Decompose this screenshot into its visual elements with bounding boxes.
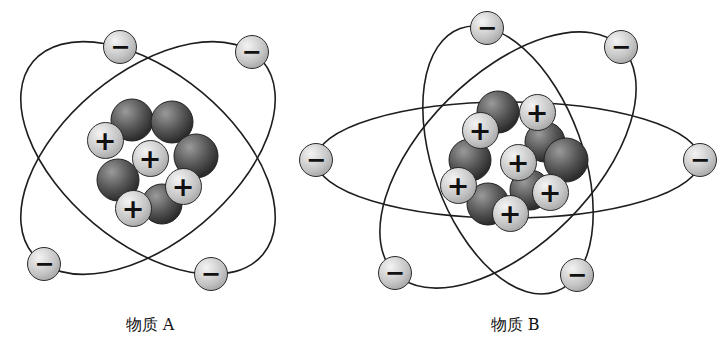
negative-sign: − [690,148,710,172]
substance-label: 物质 B [491,315,540,336]
proton-circle: + [462,112,499,149]
electron-circle: − [560,258,594,292]
proton-circle: + [492,195,529,232]
electron-circle: − [235,35,269,69]
proton-circle: + [519,94,556,131]
orbit [0,0,318,320]
positive-sign: + [539,179,562,206]
positive-sign: + [94,127,117,154]
orbits [0,0,700,333]
negative-sign: − [34,252,54,276]
proton-circle: + [132,140,169,177]
positive-sign: + [172,173,195,200]
negative-sign: − [611,35,631,59]
orbit [335,0,681,333]
positive-sign: + [507,149,530,176]
positive-sign: + [122,195,145,222]
electron-circle: − [604,30,638,64]
orbit [390,3,627,317]
proton-circle: + [532,174,569,211]
orbit [0,0,318,320]
negative-sign: − [477,16,497,40]
proton-circle: + [87,122,124,159]
positive-sign: + [499,200,522,227]
negative-sign: − [242,40,262,64]
positive-sign: + [469,117,492,144]
electron-circle: − [27,247,61,281]
substance-label: 物质 A [126,315,175,336]
proton-circle: + [115,190,152,227]
electron-circle: − [103,30,137,64]
electron-circle: − [378,256,412,290]
negative-sign: − [567,263,587,287]
electron-circle: − [470,11,504,45]
negative-sign: − [110,35,130,59]
proton-circle: + [500,144,537,181]
positive-sign: + [447,172,470,199]
proton-circle: + [440,167,477,204]
electron-circle: − [299,143,333,177]
positive-sign: + [526,99,549,126]
negative-sign: − [201,262,221,286]
proton-circle: + [165,168,202,205]
positive-sign: + [139,145,162,172]
negative-sign: − [306,148,326,172]
negative-sign: − [385,261,405,285]
electron-circle: − [683,143,717,177]
electron-circle: − [194,257,228,291]
